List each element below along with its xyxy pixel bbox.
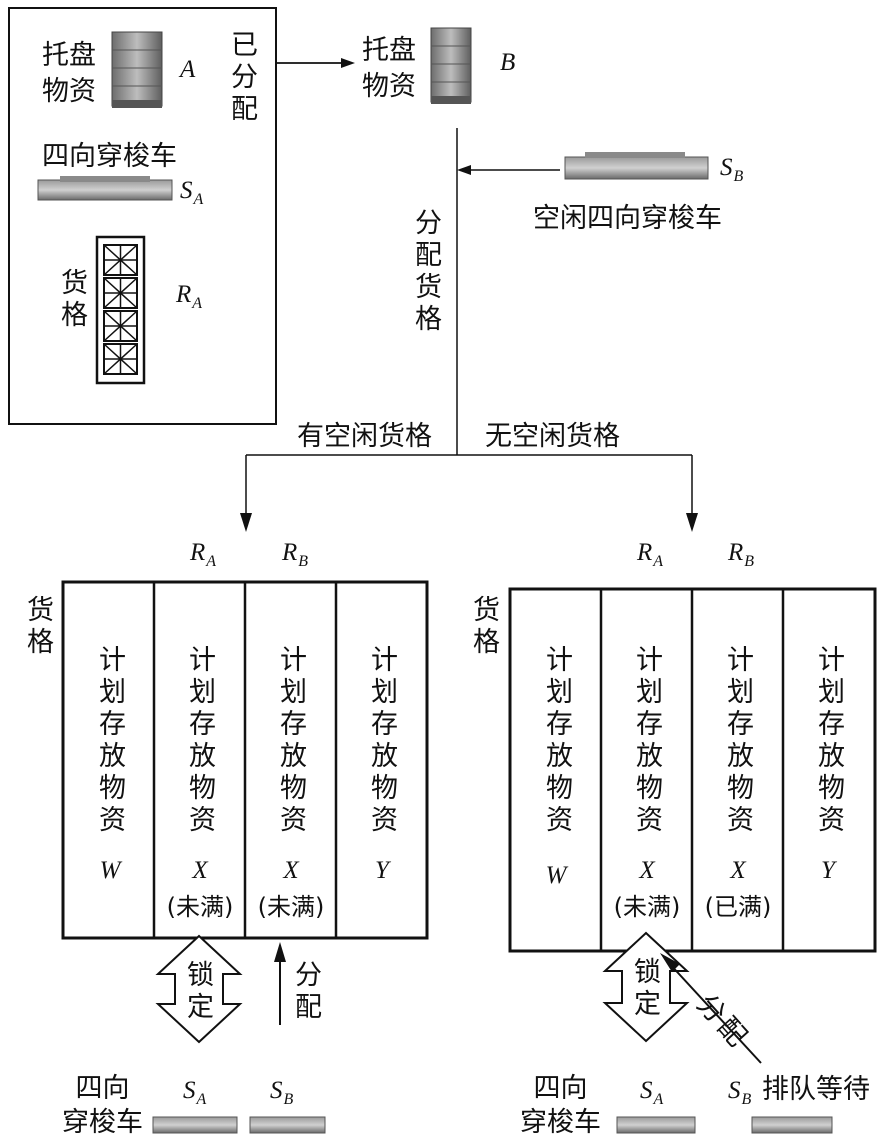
shuttle-sa-var: SA	[180, 177, 204, 208]
shuttle-sa-label: 四向穿梭车	[42, 141, 177, 172]
left-shuttle-sa-var: SA	[183, 1077, 207, 1108]
right-cell-1-text: 计划存放物资	[541, 645, 572, 837]
left-cell-1-var: W	[99, 857, 121, 884]
pallet-b-label: 托盘 物资	[362, 35, 416, 102]
left-shuttle-sb-var: SB	[270, 1077, 294, 1108]
left-cell-2-text: 计划存放物资	[184, 645, 215, 837]
pallet-b-image	[430, 27, 472, 104]
right-cell-3-status: (已满)	[704, 893, 772, 921]
left-lock-label: 锁定	[182, 960, 213, 1024]
source-box	[8, 7, 277, 425]
left-rack-label: 货格	[22, 595, 53, 659]
idle-shuttle-var: SB	[720, 154, 744, 185]
left-assign-label: 分配	[290, 960, 321, 1024]
right-cell-2-status: (未满)	[613, 893, 681, 921]
right-cell-4-var: Y	[821, 857, 835, 884]
right-shuttle-sa-image	[616, 1116, 696, 1134]
left-cell-3-var: X	[283, 857, 299, 884]
rack-ra-var: RA	[176, 281, 203, 312]
right-rack-label: 货格	[468, 595, 499, 659]
left-shuttle-sa-image	[152, 1116, 238, 1134]
left-cell-3-status: (未满)	[257, 893, 325, 921]
right-wait-label: 排队等待	[762, 1074, 870, 1105]
shuttle-sa-image	[37, 176, 173, 201]
left-cell-2-var: X	[192, 857, 208, 884]
rack-ra-label: 货格	[56, 268, 87, 332]
right-cell-3-text: 计划存放物资	[722, 645, 753, 837]
left-shuttle-sb-image	[249, 1116, 326, 1134]
right-lock-label: 锁定	[629, 957, 660, 1021]
left-cell-4-text: 计划存放物资	[366, 645, 397, 837]
idle-shuttle-label: 空闲四向穿梭车	[533, 203, 722, 234]
left-header-rb: RB	[282, 539, 309, 570]
right-cell-2-text: 计划存放物资	[631, 645, 662, 837]
right-header-rb: RB	[728, 539, 755, 570]
branch-right-label: 无空闲货格	[485, 421, 620, 452]
right-shuttle-label: 四向 穿梭车	[520, 1073, 601, 1138]
right-cell-4-text: 计划存放物资	[813, 645, 844, 837]
left-header-ra: RA	[190, 539, 217, 570]
pallet-a-var: A	[180, 56, 196, 83]
assign-slot-label: 分配货格	[410, 208, 441, 336]
right-shuttle-sa-var: SA	[640, 1077, 664, 1108]
rack-ra-image	[95, 235, 146, 385]
pallet-b-var: B	[500, 49, 516, 76]
left-lock-arrow	[155, 934, 243, 1044]
right-header-ra: RA	[637, 539, 664, 570]
pallet-a-label: 托盘 物资	[42, 40, 96, 107]
allocated-label: 已分配	[226, 30, 257, 126]
left-cell-3-text: 计划存放物资	[275, 645, 306, 837]
left-shuttle-label: 四向 穿梭车	[62, 1073, 143, 1138]
shuttle-sb-idle-image	[564, 152, 709, 180]
right-shuttle-sb-image	[751, 1116, 833, 1134]
right-shuttle-sb-var: SB	[728, 1077, 752, 1108]
branch-left-label: 有空闲货格	[297, 421, 432, 452]
right-cell-2-var: X	[639, 857, 655, 884]
left-cell-2-status: (未满)	[166, 893, 234, 921]
pallet-a-image	[111, 31, 163, 108]
right-cell-1-var: W	[545, 862, 567, 889]
right-cell-3-var: X	[730, 857, 746, 884]
left-cell-1-text: 计划存放物资	[94, 645, 125, 837]
left-cell-4-var: Y	[375, 857, 389, 884]
